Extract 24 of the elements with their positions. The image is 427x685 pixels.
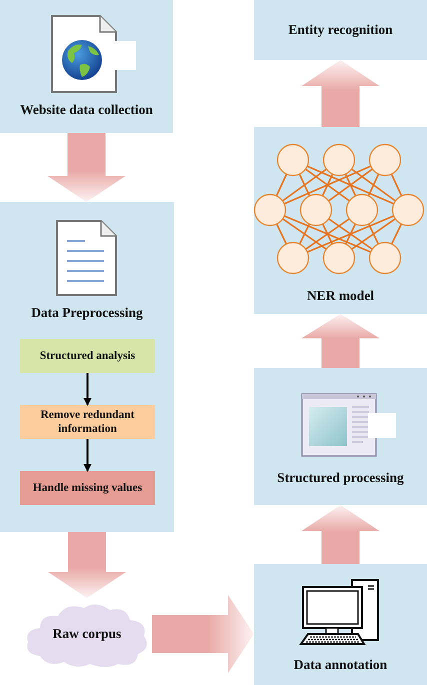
block-arrow (152, 595, 254, 673)
block-arrow (302, 505, 380, 564)
process-box (254, 127, 427, 314)
process-box (254, 0, 427, 60)
step-title: NER model (306, 288, 374, 304)
step-box: Structured analysis (20, 339, 155, 373)
arrow (84, 439, 92, 472)
arrow (84, 373, 92, 406)
process-box (0, 202, 174, 532)
step-title: Entity recognition (288, 22, 393, 38)
node-label: Raw corpus (52, 626, 122, 642)
step-title: Data Preprocessing (31, 305, 143, 321)
block-arrow (48, 133, 126, 202)
step-title: Structured processing (277, 470, 404, 486)
process-box (254, 368, 427, 505)
step-box: Remove redundant information (20, 405, 155, 439)
step-title: Website data collection (20, 102, 153, 118)
process-box (254, 564, 427, 685)
step-title: Data annotation (294, 657, 388, 673)
block-arrow (302, 314, 380, 368)
block-arrow (302, 60, 380, 127)
step-box: Handle missing values (20, 471, 155, 505)
block-arrow (48, 532, 126, 598)
process-box (0, 0, 173, 133)
